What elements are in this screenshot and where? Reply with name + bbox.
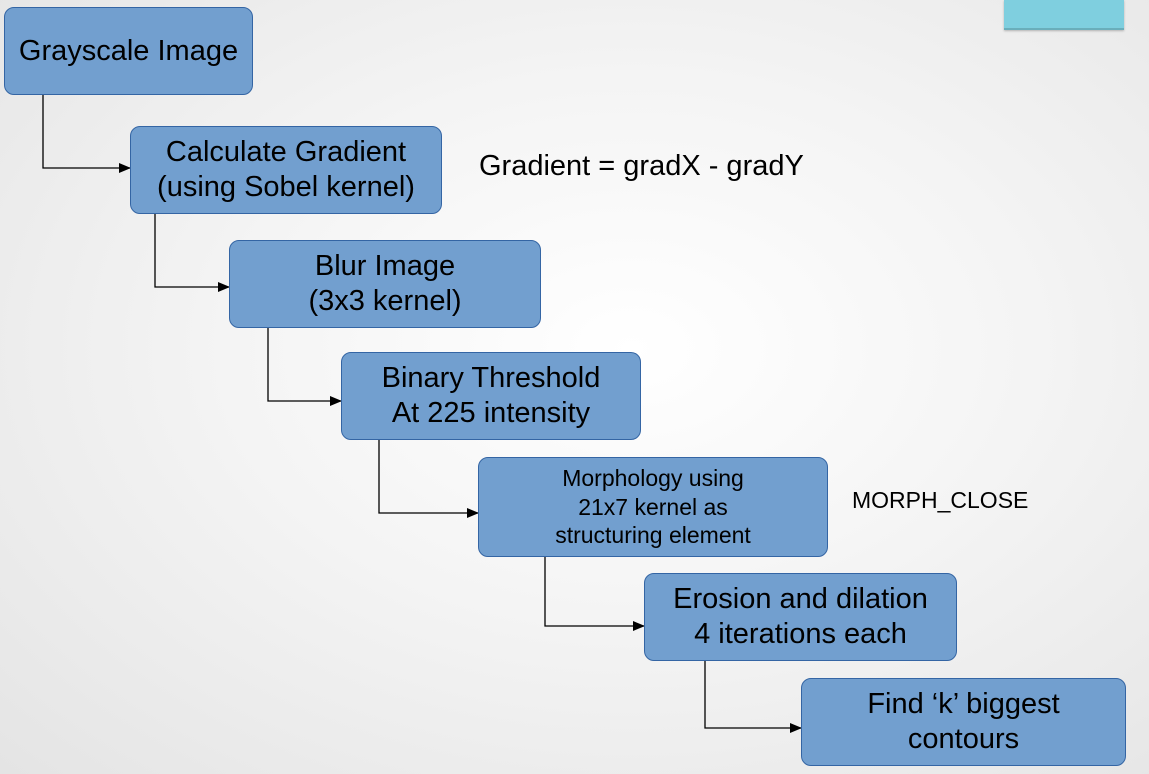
step-grayscale-image: Grayscale Image bbox=[4, 7, 253, 95]
step-7-line-2: contours bbox=[907, 723, 1020, 755]
step-6-line-2: 4 iterations each bbox=[694, 618, 907, 650]
step-morphology: Morphology using 21x7 kernel as structur… bbox=[478, 457, 828, 557]
step-7-line-1: Find ‘k’ biggest bbox=[867, 688, 1060, 721]
step-5-line-2: 21x7 kernel as bbox=[578, 493, 728, 520]
step-calculate-gradient: Calculate Gradient (using Sobel kernel) bbox=[130, 126, 442, 214]
step-2-line-1: Calculate Gradient bbox=[165, 136, 407, 169]
step-1-line-1: Grayscale Image bbox=[18, 34, 239, 67]
connector-5 bbox=[544, 557, 645, 631]
connector-4 bbox=[378, 440, 479, 518]
step-3-line-1: Blur Image bbox=[314, 250, 456, 283]
morph-close-note: MORPH_CLOSE bbox=[852, 487, 1029, 513]
step-3-line-2: (3x3 kernel) bbox=[308, 285, 462, 317]
connector-2 bbox=[154, 214, 230, 292]
step-6-line-1: Erosion and dilation bbox=[673, 583, 928, 616]
step-5-line-3: structuring element bbox=[555, 522, 751, 549]
connector-3 bbox=[267, 328, 342, 406]
step-2-line-2: (using Sobel kernel) bbox=[157, 171, 415, 203]
step-blur-image: Blur Image (3x3 kernel) bbox=[229, 240, 541, 328]
step-erosion-dilation: Erosion and dilation 4 iterations each bbox=[644, 573, 957, 661]
gradient-formula-note: Gradient = gradX - gradY bbox=[479, 150, 804, 182]
connector-1 bbox=[42, 95, 131, 173]
step-4-line-2: At 225 intensity bbox=[391, 397, 591, 429]
step-4-line-1: Binary Threshold bbox=[381, 362, 601, 395]
step-find-contours: Find ‘k’ biggest contours bbox=[801, 678, 1126, 766]
step-5-line-1: Morphology using bbox=[562, 464, 744, 491]
step-binary-threshold: Binary Threshold At 225 intensity bbox=[341, 352, 641, 440]
corner-tab bbox=[1004, 0, 1124, 30]
connector-6 bbox=[704, 661, 802, 733]
